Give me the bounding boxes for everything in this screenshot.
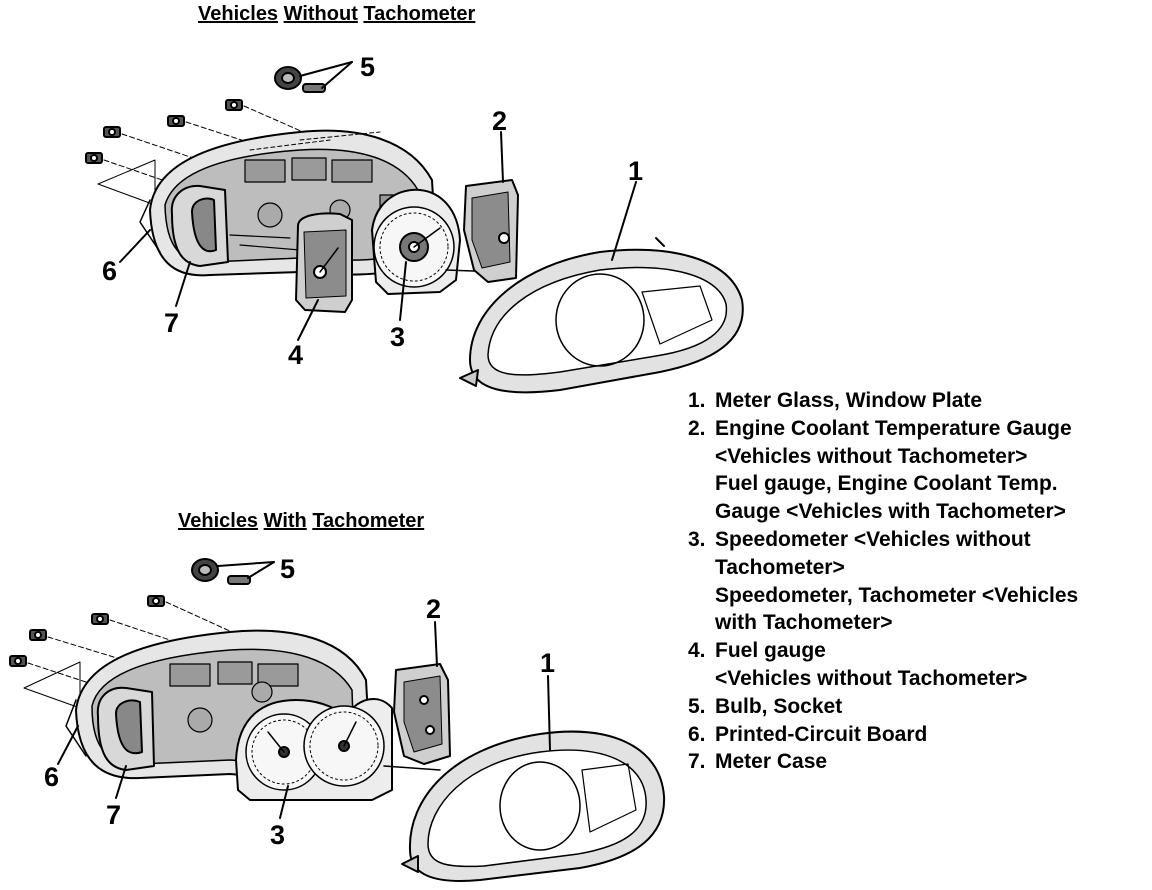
screw-icon — [147, 595, 165, 607]
legend-num: 5. — [688, 694, 706, 718]
callout-3-bottom: 3 — [270, 820, 285, 850]
callout-1-top: 1 — [628, 156, 643, 186]
screw-icon — [29, 629, 47, 641]
bulb-socket-top — [274, 61, 353, 93]
leaders-top — [119, 131, 637, 341]
leaders-bottom — [57, 621, 551, 819]
callouts-bottom: 1 2 3 5 6 7 — [44, 554, 555, 850]
callout-1-bottom: 1 — [540, 648, 555, 678]
parts-legend: 1. Meter Glass, Window Plate 2. Engine C… — [688, 387, 1148, 776]
legend-text: Speedometer <Vehicles without Tachometer… — [715, 527, 1079, 635]
screw-icon — [9, 655, 27, 667]
callout-6-top: 6 — [102, 256, 117, 286]
title-bottom-word-1: Vehicles — [178, 510, 259, 532]
fuel-gauge-top — [295, 212, 353, 313]
callout-4-top: 4 — [288, 340, 303, 370]
legend-text: Engine Coolant Temperature Gauge <Vehicl… — [715, 416, 1072, 524]
legend-item-6: 6. Printed-Circuit Board — [688, 721, 1148, 749]
legend-text: Meter Case — [715, 750, 828, 774]
legend-num: 1. — [688, 389, 706, 412]
meter-case-top — [139, 129, 437, 277]
callout-2-bottom: 2 — [426, 594, 441, 624]
legend-num: 7. — [688, 750, 706, 774]
callout-7-top: 7 — [164, 308, 179, 338]
legend-text: Printed-Circuit Board — [715, 722, 928, 746]
title-top-word-2: Without — [283, 3, 358, 25]
title-bottom-word-3: Tachometer — [312, 510, 425, 532]
title-bottom-word-2: With — [263, 510, 307, 532]
callouts-top: 1 2 3 4 5 6 7 — [102, 52, 643, 370]
assembly-with-tachometer — [9, 558, 666, 882]
screw-icon — [103, 126, 121, 138]
screw-icon — [85, 152, 103, 164]
bulb-socket-bottom — [191, 558, 275, 585]
callout-5-bottom: 5 — [280, 554, 295, 584]
callout-2-top: 2 — [492, 106, 507, 136]
speedo-tacho-bottom — [235, 698, 441, 801]
screw-icon — [91, 613, 109, 625]
legend-num: 6. — [688, 722, 706, 746]
screws-top — [85, 99, 311, 206]
legend-item-1: 1. Meter Glass, Window Plate — [688, 387, 1148, 415]
callout-6-bottom: 6 — [44, 762, 59, 792]
legend-item-2: 2. Engine Coolant Temperature Gauge <Veh… — [688, 415, 1148, 526]
screw-icon — [225, 99, 243, 111]
legend-num: 4. — [688, 639, 706, 663]
legend-text: Bulb, Socket — [715, 694, 843, 718]
callout-5-top: 5 — [360, 52, 375, 82]
legend-item-7: 7. Meter Case — [688, 748, 1148, 776]
speedometer-top — [371, 188, 501, 295]
screw-icon — [167, 115, 185, 127]
legend-item-5: 5. Bulb, Socket — [688, 693, 1148, 721]
legend-text: Fuel gauge <Vehicles without Tachometer> — [715, 639, 1028, 690]
meter-glass-top — [459, 237, 744, 394]
legend-item-4: 4. Fuel gauge <Vehicles without Tachomet… — [688, 637, 1148, 693]
meter-glass-bottom — [401, 730, 666, 882]
title-vehicles-without-tachometer: Vehicles Without Tachometer — [198, 3, 475, 26]
legend-text: Meter Glass, Window Plate — [715, 389, 983, 412]
callout-3-top: 3 — [390, 322, 405, 352]
assembly-without-tachometer — [85, 61, 744, 394]
temp-gauge-top — [463, 179, 519, 283]
legend-num: 3. — [688, 527, 706, 551]
legend-item-3: 3. Speedometer <Vehicles without Tachome… — [688, 526, 1148, 637]
title-vehicles-with-tachometer: Vehicles With Tachometer — [178, 510, 424, 533]
title-top-word-3: Tachometer — [363, 3, 476, 25]
callout-7-bottom: 7 — [106, 800, 121, 830]
fuel-temp-gauge-bottom — [393, 663, 451, 765]
title-top-word-1: Vehicles — [198, 3, 279, 25]
screws-bottom — [9, 595, 233, 709]
legend-num: 2. — [688, 416, 706, 440]
